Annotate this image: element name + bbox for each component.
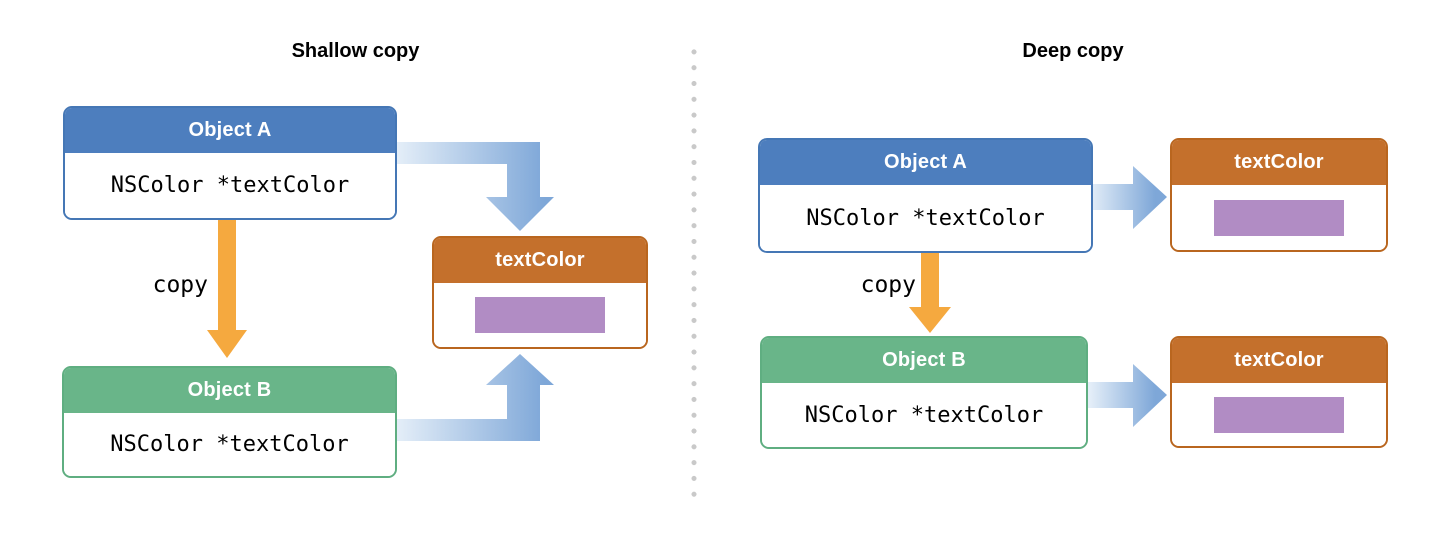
shallow-object-a-header: Object A xyxy=(65,108,395,153)
pointer-arrow-shallow-a-icon xyxy=(397,142,554,231)
purple-color-swatch xyxy=(1214,396,1344,433)
copy-arrow-shallow-icon xyxy=(207,220,247,358)
deep-object-b-field: NSColor *textColor xyxy=(762,383,1086,447)
shallow-object-a-field: NSColor *textColor xyxy=(65,153,395,218)
shallow-copy-arrow-label: copy xyxy=(152,272,208,298)
deep-object-a-box: Object A NSColor *textColor xyxy=(758,138,1093,253)
pointer-arrow-shallow-b-icon xyxy=(397,354,554,441)
shallow-object-b-box: Object B NSColor *textColor xyxy=(62,366,397,478)
shallow-textcolor-box: textColor xyxy=(432,236,648,349)
deep-textcolor-a-header: textColor xyxy=(1172,140,1386,185)
deep-object-a-field: NSColor *textColor xyxy=(760,185,1091,251)
pointer-arrow-deep-a-icon xyxy=(1092,166,1167,229)
copy-arrow-deep-icon xyxy=(909,253,951,333)
purple-color-swatch xyxy=(1214,199,1344,236)
shallow-object-b-field: NSColor *textColor xyxy=(64,413,395,476)
section-divider xyxy=(691,44,697,504)
deep-object-b-box: Object B NSColor *textColor xyxy=(760,336,1088,449)
shallow-object-b-header: Object B xyxy=(64,368,395,413)
shallow-copy-title: Shallow copy xyxy=(291,40,420,62)
deep-object-a-header: Object A xyxy=(760,140,1091,185)
deep-textcolor-b-header: textColor xyxy=(1172,338,1386,383)
shallow-object-a-box: Object A NSColor *textColor xyxy=(63,106,397,220)
shallow-textcolor-body xyxy=(434,283,646,347)
purple-color-swatch xyxy=(475,297,605,333)
deep-textcolor-b-box: textColor xyxy=(1170,336,1388,448)
deep-textcolor-a-body xyxy=(1172,185,1386,250)
pointer-arrow-deep-b-icon xyxy=(1088,364,1167,427)
deep-object-b-header: Object B xyxy=(762,338,1086,383)
deep-textcolor-b-body xyxy=(1172,383,1386,446)
deep-textcolor-a-box: textColor xyxy=(1170,138,1388,252)
deep-copy-title: Deep copy xyxy=(1022,40,1124,62)
deep-copy-arrow-label: copy xyxy=(860,272,916,298)
shallow-textcolor-header: textColor xyxy=(434,238,646,283)
